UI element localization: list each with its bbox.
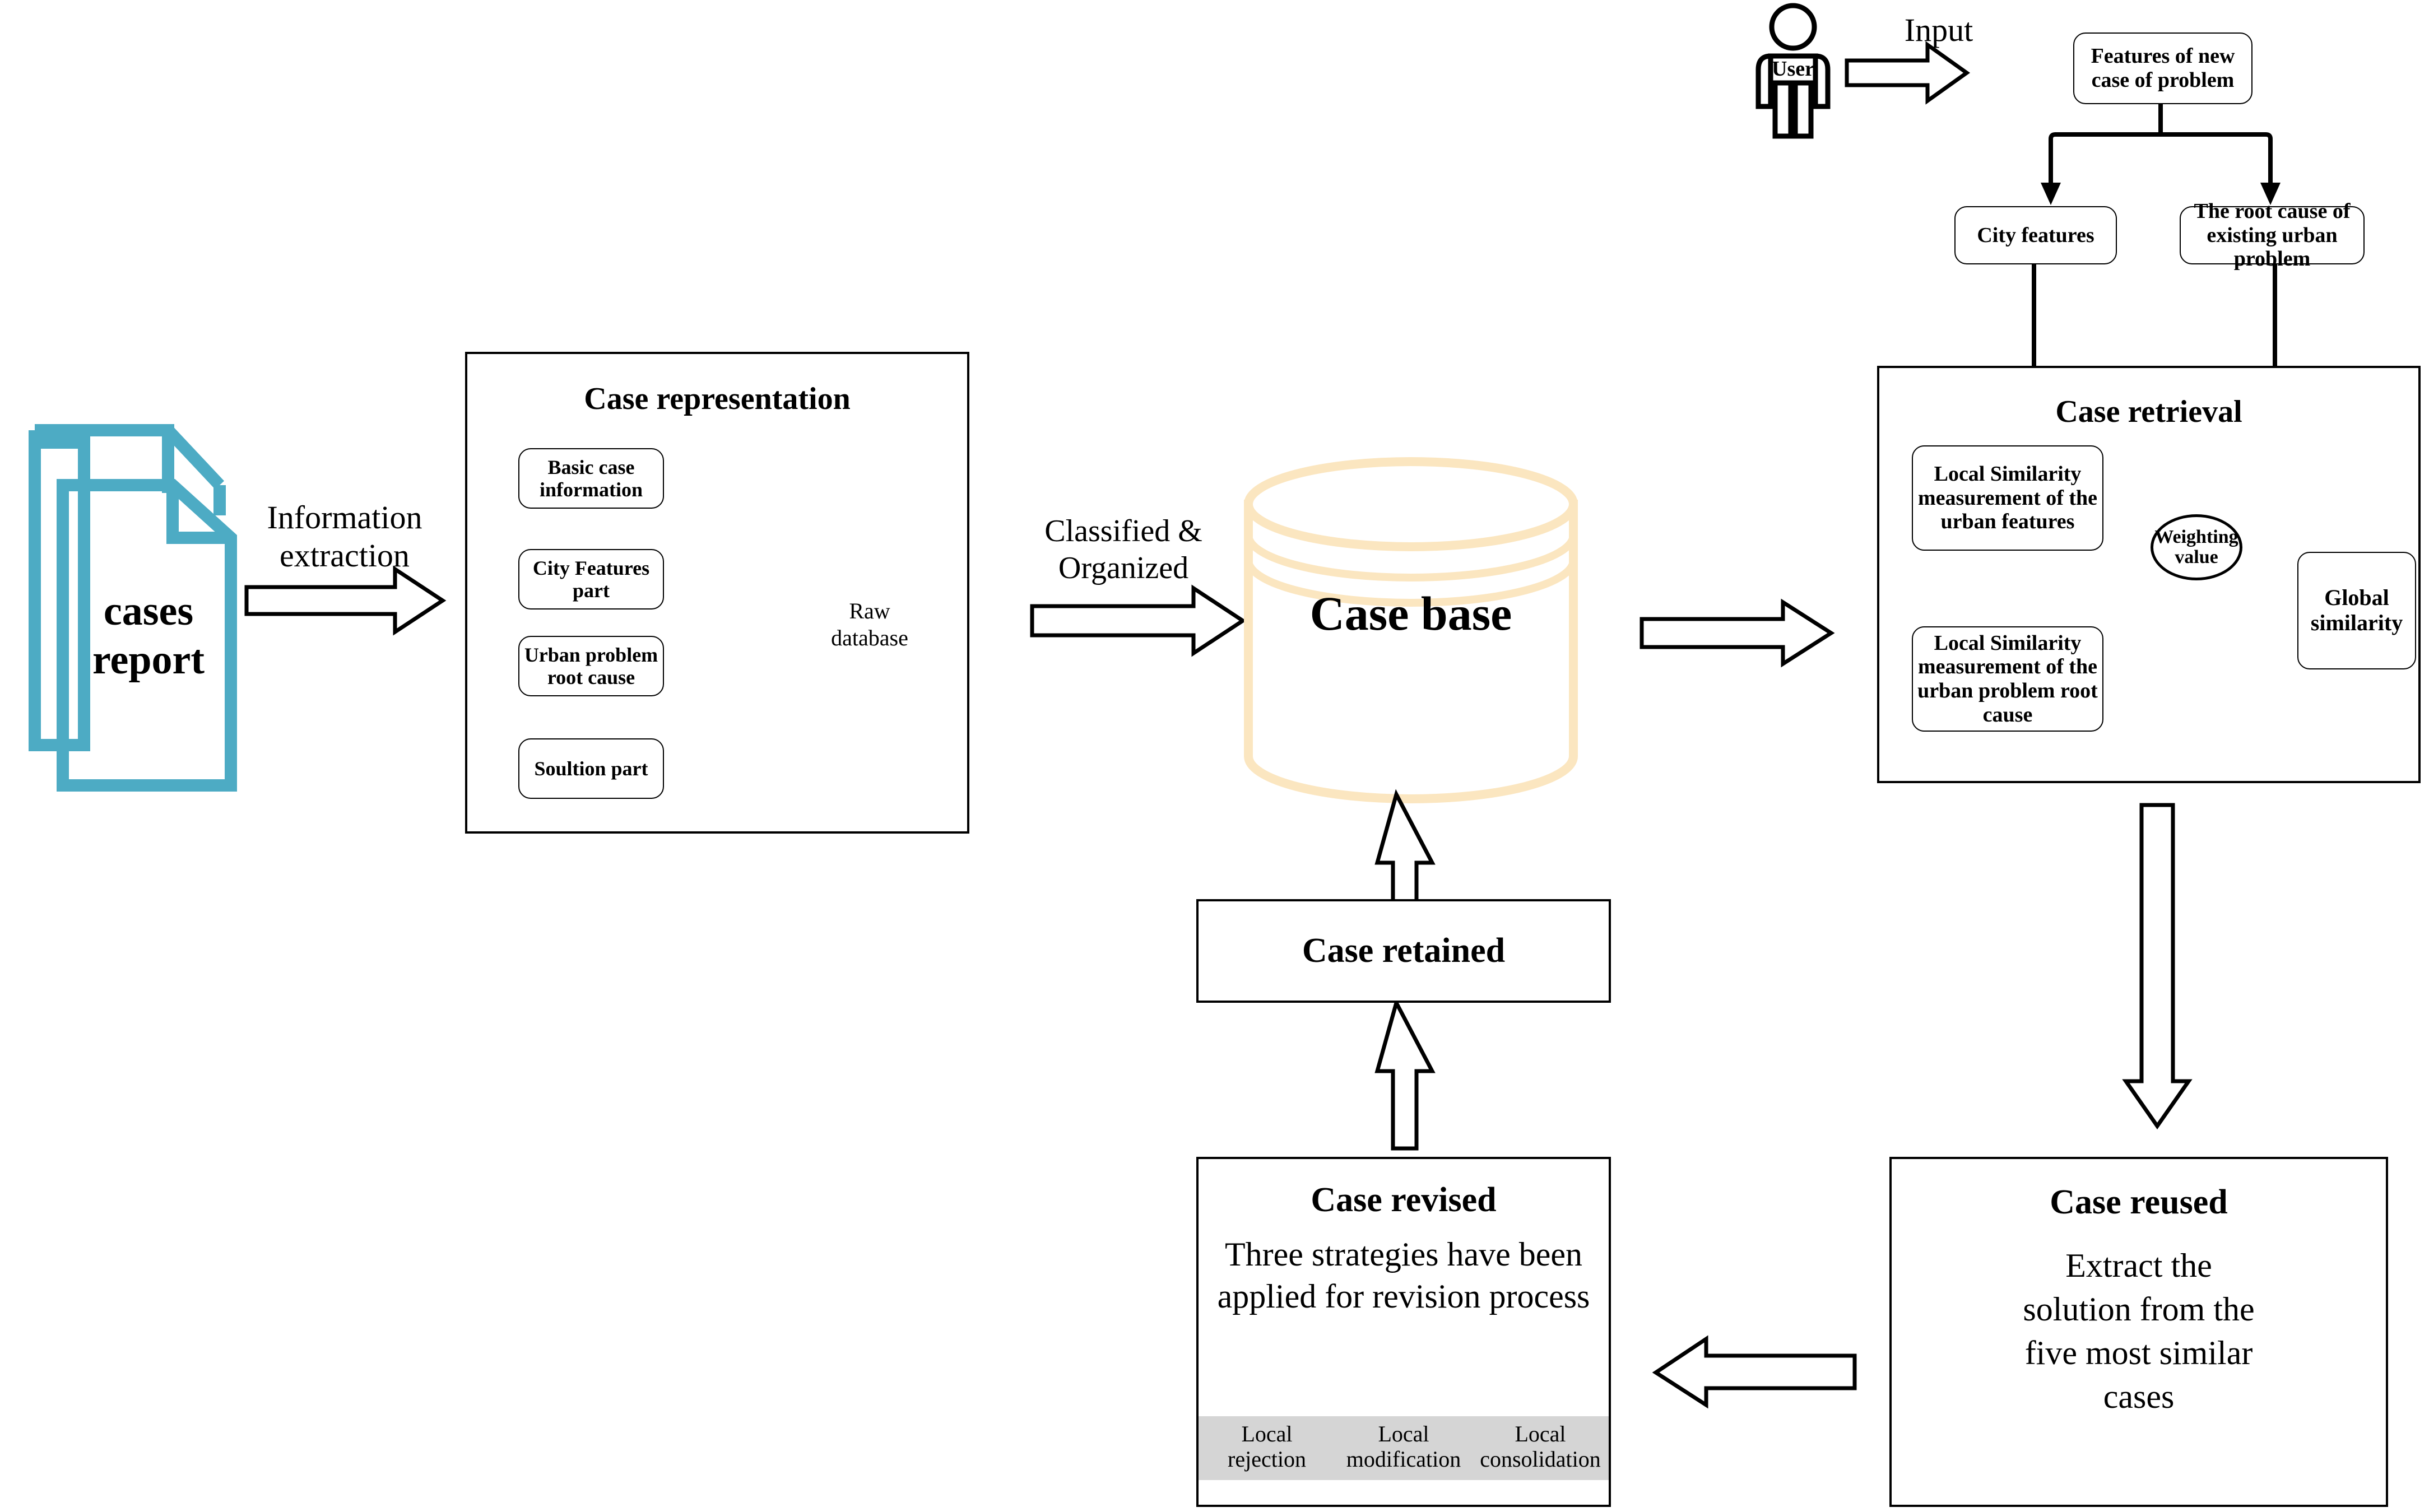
arrow-revised-to-retained [1374, 997, 1436, 1151]
local-similarity-urban-features-label: Local Similarity measurement of the urba… [1917, 462, 2098, 534]
branch-label: City features [1977, 223, 2094, 247]
arrow-retained-to-casebase [1374, 789, 1436, 904]
case-reused-title: Case reused [2050, 1183, 2228, 1221]
case-base-cylinder [1244, 457, 1578, 803]
case-part-city-features[interactable]: City Features part [518, 549, 664, 610]
strategy-local-consolidation[interactable]: Local consolidation [1472, 1416, 1609, 1480]
features-of-new-case-label: Features of new case of problem [2091, 44, 2235, 92]
case-reused-body: Extract the solution from the five most … [2023, 1247, 2255, 1415]
case-part-label: Urban problem root cause [524, 643, 658, 688]
case-base-label: Case base [1248, 583, 1573, 644]
strategy-line1: Local [1515, 1421, 1566, 1447]
features-of-new-case-box[interactable]: Features of new case of problem [2073, 32, 2252, 104]
user-actor-label: User [1771, 55, 1815, 83]
case-part-label: City Features part [532, 556, 650, 602]
strategy-line1: Local [1241, 1421, 1293, 1447]
case-part-basic-case-information[interactable]: Basic case information [518, 448, 664, 509]
case-representation-title: Case representation [584, 382, 851, 416]
strategy-line2: rejection [1228, 1446, 1306, 1472]
weighting-value-ellipse[interactable]: Weighting value [2151, 514, 2242, 580]
case-part-solution[interactable]: Soultion part [518, 738, 664, 799]
information-extraction-line2: extraction [280, 537, 410, 574]
cases-report-label: cases report [73, 571, 224, 700]
arrow-classified-organized [1030, 584, 1247, 657]
branch-connectors-new-case [2049, 102, 2273, 185]
arrow-input [1845, 41, 1971, 105]
case-revised-body: Three strategies have been applied for r… [1217, 1236, 1590, 1315]
global-similarity-box[interactable]: Global similarity [2297, 552, 2416, 669]
strategy-line1: Local [1378, 1421, 1429, 1447]
strategy-local-modification[interactable]: Local modification [1335, 1416, 1472, 1480]
branch-city-features-box[interactable]: City features [1954, 206, 2117, 264]
classified-organized-line2: Organized [1058, 551, 1189, 586]
case-revised-title: Case revised [1311, 1181, 1497, 1219]
arrow-casebase-to-retrieval [1640, 598, 1835, 668]
information-extraction-line1: Information [267, 499, 422, 536]
classified-organized-line1: Classified & [1044, 514, 1202, 548]
strategy-local-rejection[interactable]: Local rejection [1199, 1416, 1335, 1480]
case-retained-title: Case retained [1302, 932, 1506, 970]
branch-arrowheads-new-case [2041, 183, 2281, 205]
user-actor-icon [1755, 3, 1831, 139]
case-retrieval-title: Case retrieval [2055, 394, 2242, 429]
strategy-line2: consolidation [1480, 1446, 1601, 1472]
case-revised-box[interactable]: Case revised Three strategies have been … [1196, 1157, 1611, 1507]
case-reused-box[interactable]: Case reused Extract the solution from th… [1889, 1157, 2388, 1507]
user-actor-text: User [1772, 57, 1814, 81]
revision-strategies-strip: Local rejection Local modification Local… [1199, 1416, 1609, 1480]
case-base-text: Case base [1309, 587, 1512, 640]
arrow-retrieval-to-reused [2122, 803, 2193, 1130]
branch-label: The root cause of existing urban problem [2194, 199, 2351, 271]
local-similarity-urban-features-box[interactable]: Local Similarity measurement of the urba… [1912, 445, 2103, 551]
local-similarity-root-cause-label: Local Similarity measurement of the urba… [1917, 631, 2098, 727]
case-part-urban-problem-root-cause[interactable]: Urban problem root cause [518, 636, 664, 696]
global-similarity-label: Global similarity [2310, 585, 2403, 635]
input-arrow-text: Input [1904, 12, 1973, 48]
raw-database-text: Raw database [831, 598, 908, 650]
classified-organized-label: Classified & Organized [1031, 513, 1216, 587]
arrow-reused-to-revised [1652, 1335, 1857, 1409]
cases-report-line2: report [92, 637, 205, 683]
strategy-line2: modification [1346, 1446, 1461, 1472]
branch-root-cause-box[interactable]: The root cause of existing urban problem [2180, 199, 2365, 271]
weighting-value-label: Weighting value [2154, 527, 2238, 567]
local-similarity-root-cause-box[interactable]: Local Similarity measurement of the urba… [1912, 626, 2103, 732]
case-part-label: Soultion part [534, 757, 648, 780]
raw-database-label: Raw database [825, 583, 914, 667]
arrow-information-extraction [244, 565, 447, 636]
cases-report-icon [29, 424, 237, 792]
information-extraction-label: Information extraction [247, 499, 443, 575]
cases-report-line1: cases [103, 588, 194, 634]
case-retained-box[interactable]: Case retained [1196, 899, 1611, 1003]
case-part-label: Basic case information [540, 455, 643, 501]
input-arrow-label: Input [1866, 11, 2012, 49]
